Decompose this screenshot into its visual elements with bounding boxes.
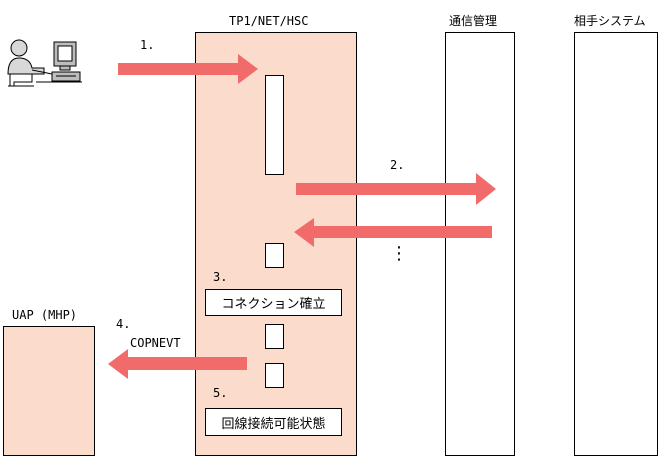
line-connectable-box: 回線接続可能状態	[205, 408, 342, 436]
connection-established-box: コネクション確立	[205, 289, 342, 316]
partner-column	[574, 32, 658, 456]
process-bar-1	[265, 75, 284, 175]
tp1-column-title: TP1/NET/HSC	[229, 14, 309, 28]
step-2-label: 2.	[390, 158, 405, 172]
user-at-computer-icon	[7, 39, 82, 87]
process-bar-2	[265, 243, 284, 268]
step-5-label: 5.	[213, 386, 228, 400]
step-1-label: 1.	[140, 38, 155, 52]
uap-box	[3, 326, 95, 456]
process-bar-4	[265, 363, 284, 388]
ellipsis-marker: ⋮	[390, 243, 408, 264]
comm-column-title: 通信管理	[449, 14, 498, 28]
uap-label: UAP (MHP)	[12, 308, 78, 322]
arrow-step-1	[118, 54, 258, 84]
step-4-label: 4.	[116, 317, 131, 331]
arrow-step-2-request	[296, 173, 496, 205]
arrow-step-2-response	[294, 218, 492, 247]
event-label: COPNEVT	[130, 336, 181, 350]
arrow-step-4	[108, 349, 247, 379]
process-bar-3	[265, 324, 284, 349]
step-3-label: 3.	[213, 270, 228, 284]
comm-column	[445, 32, 515, 456]
partner-column-title: 相手システム	[574, 14, 646, 28]
